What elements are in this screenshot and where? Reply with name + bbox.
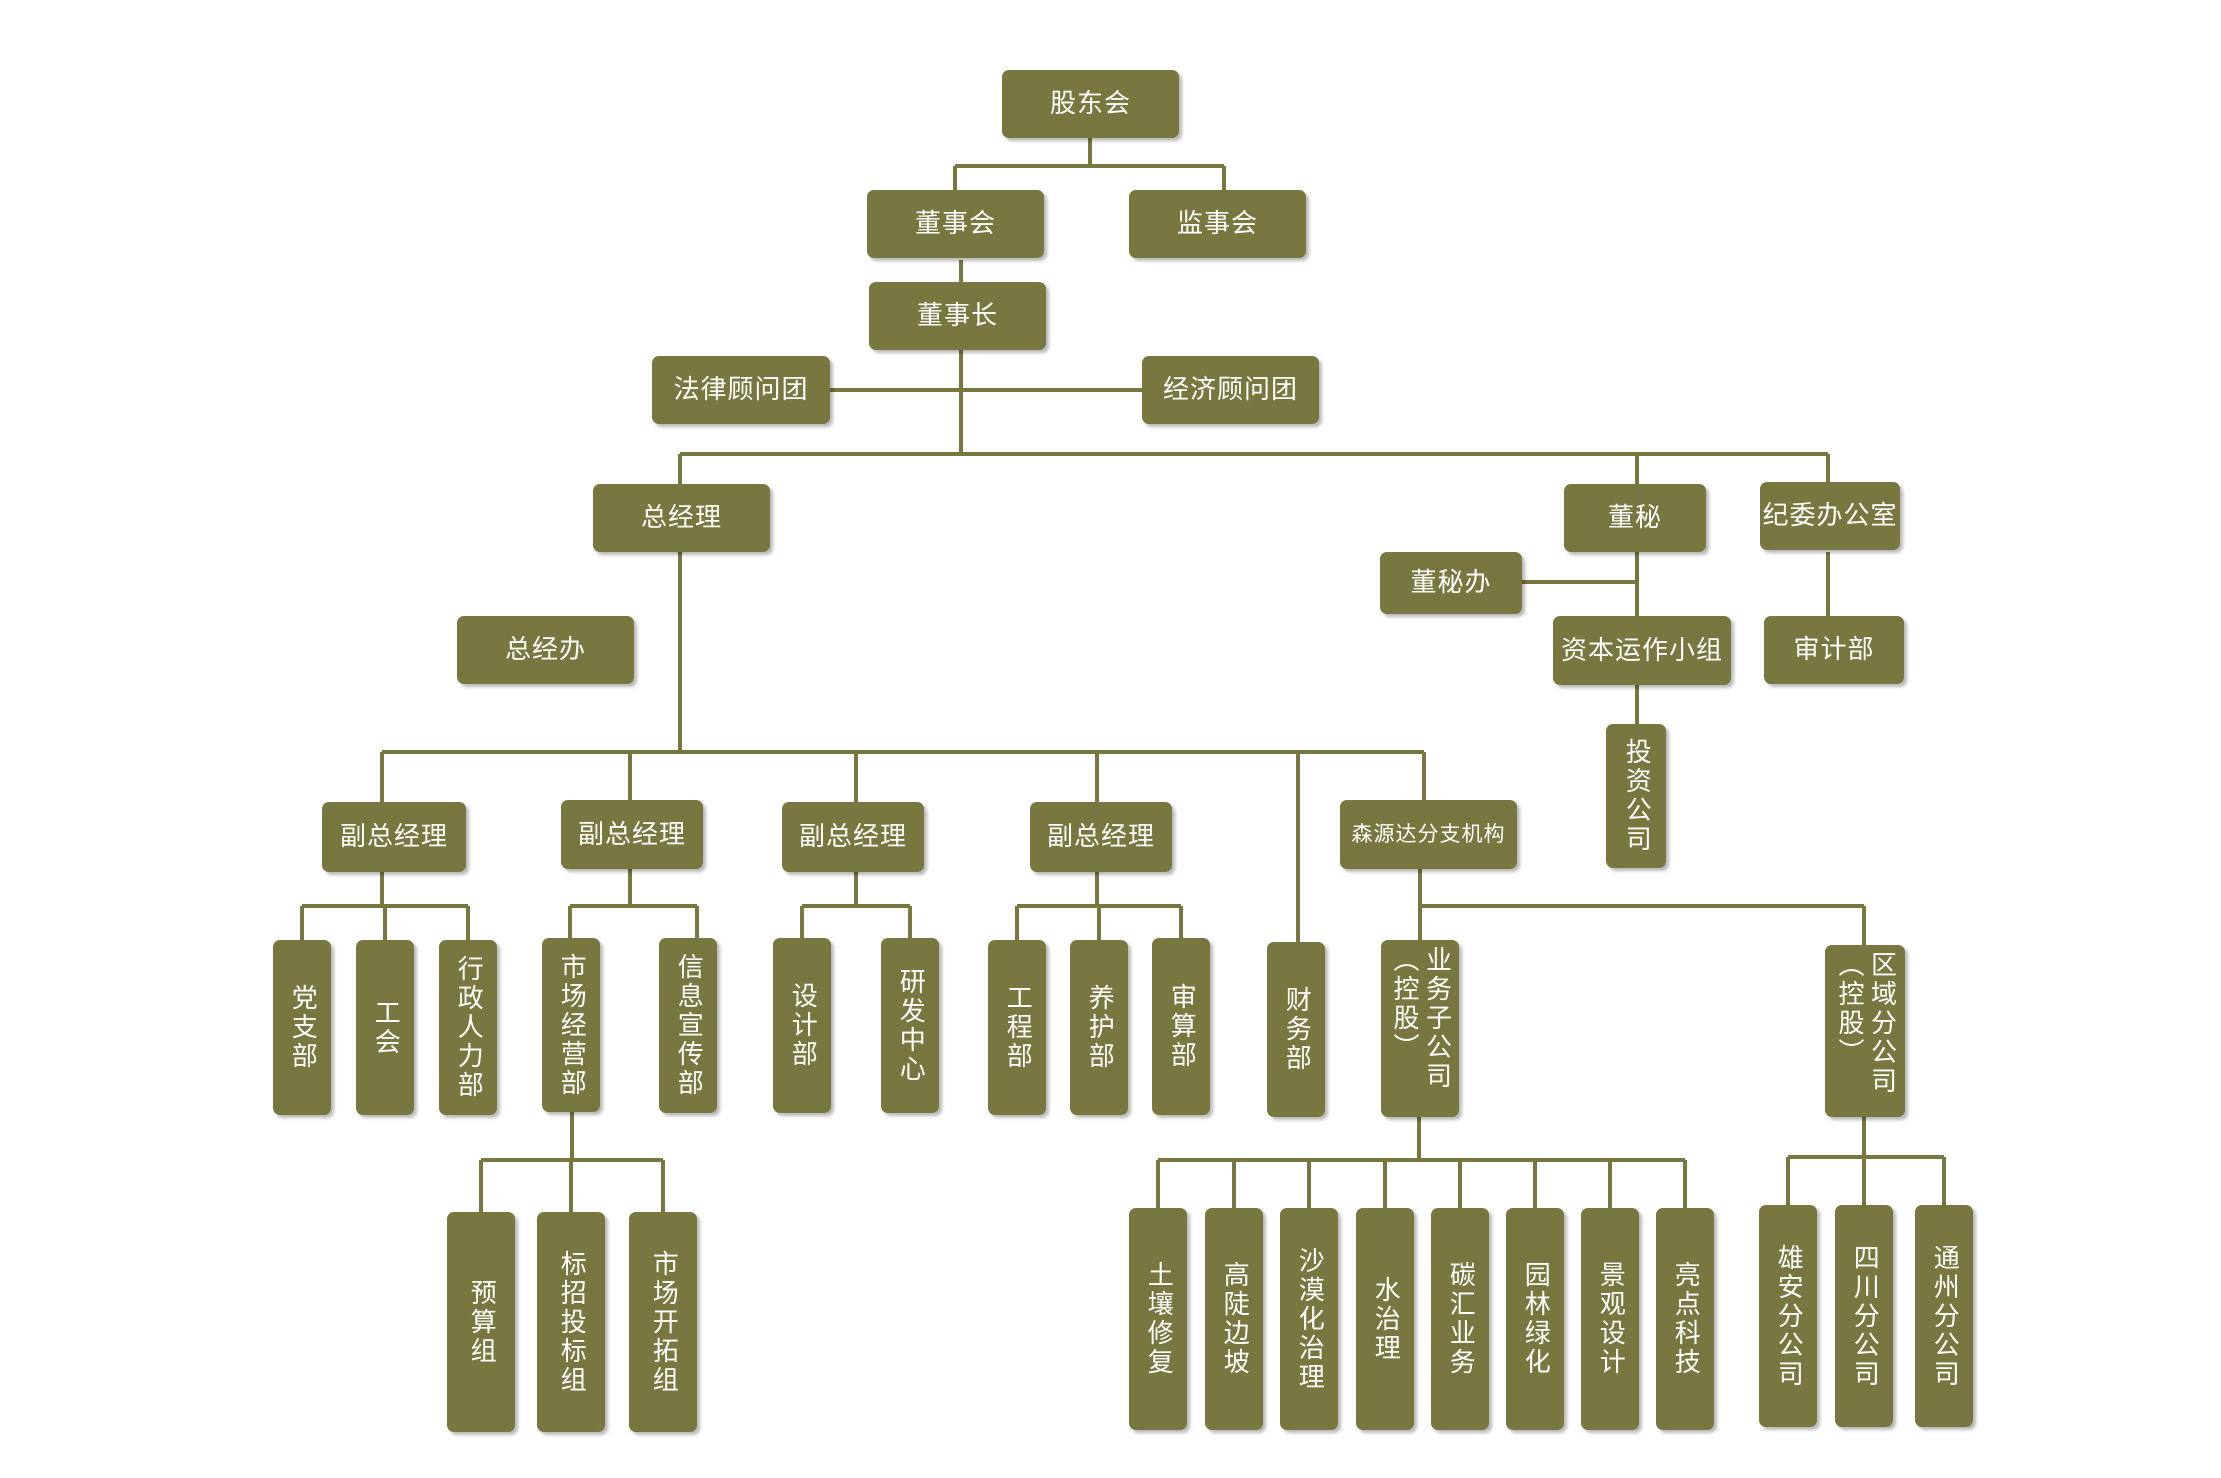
node-audit-calc-dept: 审算部 bbox=[1152, 938, 1210, 1115]
node-deputy-gm-2: 副总经理 bbox=[561, 800, 703, 869]
node-regional-branch: 区域分公司（控股） bbox=[1825, 945, 1905, 1117]
node-party-branch: 党支部 bbox=[273, 940, 331, 1115]
node-labor-union: 工会 bbox=[356, 940, 414, 1115]
node-deputy-gm-4: 副总经理 bbox=[1030, 802, 1172, 872]
node-budget-group: 预算组 bbox=[447, 1212, 515, 1432]
node-shareholders: 股东会 bbox=[1002, 70, 1179, 138]
node-board-secretary: 董秘 bbox=[1564, 484, 1706, 552]
node-market-dev-group: 市场开拓组 bbox=[629, 1212, 697, 1432]
node-desertification: 沙漠化治理 bbox=[1280, 1208, 1338, 1430]
node-capital-operation-team: 资本运作小组 bbox=[1553, 616, 1731, 685]
node-tongzhou-branch: 通州分公司 bbox=[1915, 1205, 1973, 1427]
node-admin-hr: 行政人力部 bbox=[439, 940, 497, 1115]
node-high-steep-slope: 高陡边坡 bbox=[1205, 1208, 1263, 1430]
node-senyuanda-branches: 森源达分支机构 bbox=[1340, 800, 1517, 869]
node-board-of-supervisors: 监事会 bbox=[1129, 190, 1306, 258]
node-investment-company: 投资公司 bbox=[1606, 724, 1666, 868]
node-landscape-design: 景观设计 bbox=[1581, 1208, 1639, 1430]
node-carbon-sink: 碳汇业务 bbox=[1431, 1208, 1489, 1430]
node-rnd-center: 研发中心 bbox=[881, 938, 939, 1113]
node-highlight-tech: 亮点科技 bbox=[1656, 1208, 1714, 1430]
node-chairman: 董事长 bbox=[869, 282, 1046, 350]
node-discipline-office: 纪委办公室 bbox=[1760, 482, 1900, 550]
node-business-subsidiary: 业务子公司（控股） bbox=[1381, 940, 1459, 1117]
node-deputy-gm-1: 副总经理 bbox=[322, 802, 466, 872]
node-audit-department: 审计部 bbox=[1764, 616, 1904, 684]
node-economic-advisory: 经济顾问团 bbox=[1142, 356, 1319, 424]
node-finance-dept: 财务部 bbox=[1267, 942, 1325, 1117]
node-gm-office: 总经办 bbox=[457, 616, 634, 684]
node-board-of-directors: 董事会 bbox=[867, 190, 1044, 258]
node-landscaping: 园林绿化 bbox=[1506, 1208, 1564, 1430]
node-engineering-dept: 工程部 bbox=[988, 940, 1046, 1115]
node-sichuan-branch: 四川分公司 bbox=[1835, 1205, 1893, 1427]
node-soil-remediation: 土壤修复 bbox=[1129, 1208, 1187, 1430]
node-general-manager: 总经理 bbox=[593, 484, 770, 552]
node-water-treatment: 水治理 bbox=[1356, 1208, 1414, 1430]
node-deputy-gm-3: 副总经理 bbox=[782, 802, 924, 872]
node-legal-advisory: 法律顾问团 bbox=[652, 356, 830, 424]
node-xiongan-branch: 雄安分公司 bbox=[1759, 1205, 1817, 1427]
node-marketing-dept: 市场经营部 bbox=[542, 938, 600, 1112]
node-board-secretary-office: 董秘办 bbox=[1380, 552, 1522, 614]
node-design-dept: 设计部 bbox=[773, 938, 831, 1113]
node-info-publicity-dept: 信息宣传部 bbox=[659, 938, 717, 1113]
node-bidding-group: 标招投标组 bbox=[537, 1212, 605, 1432]
node-maintenance-dept: 养护部 bbox=[1070, 940, 1128, 1115]
